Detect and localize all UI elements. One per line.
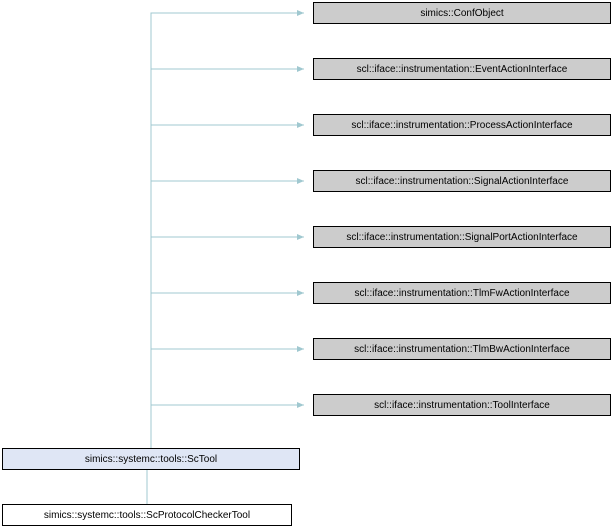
class-node-label: simics::ConfObject (420, 7, 504, 19)
edge-sc-tool-to-tlm-fw-action-interface (150, 290, 304, 448)
class-node-label: scl::iface::instrumentation::ProcessActi… (351, 119, 573, 131)
class-node-conf-object[interactable]: simics::ConfObject (313, 2, 611, 24)
class-node-label: scl::iface::instrumentation::TlmFwAction… (354, 287, 570, 299)
class-node-label: scl::iface::instrumentation::ToolInterfa… (374, 399, 550, 411)
class-node-signal-action-interface[interactable]: scl::iface::instrumentation::SignalActio… (313, 170, 611, 192)
edge-sc-tool-to-tool-interface (150, 402, 304, 448)
class-node-process-action-interface[interactable]: scl::iface::instrumentation::ProcessActi… (313, 114, 611, 136)
class-node-event-action-interface[interactable]: scl::iface::instrumentation::EventAction… (313, 58, 611, 80)
class-node-label: scl::iface::instrumentation::TlmBwAction… (354, 343, 570, 355)
edge-sc-tool-to-process-action-interface (150, 122, 304, 448)
class-node-signal-port-action-interface[interactable]: scl::iface::instrumentation::SignalPortA… (313, 226, 611, 248)
class-node-label: scl::iface::instrumentation::SignalPortA… (346, 231, 578, 243)
edge-sc-tool-to-signal-action-interface (150, 178, 304, 448)
class-node-tlm-bw-action-interface[interactable]: scl::iface::instrumentation::TlmBwAction… (313, 338, 611, 360)
edge-sc-tool-to-signal-port-action-interface (150, 234, 304, 448)
class-node-sc-tool[interactable]: simics::systemc::tools::ScTool (2, 448, 300, 470)
edge-sc-tool-to-tlm-bw-action-interface (150, 346, 304, 448)
class-node-label: simics::systemc::tools::ScProtocolChecke… (43, 509, 251, 521)
class-node-label: scl::iface::instrumentation::SignalActio… (355, 175, 569, 187)
class-node-label: scl::iface::instrumentation::EventAction… (356, 63, 568, 75)
class-node-tool-interface[interactable]: scl::iface::instrumentation::ToolInterfa… (313, 394, 611, 416)
edge-sc-tool-to-event-action-interface (150, 66, 304, 448)
class-node-sc-protocol-checker-tool[interactable]: simics::systemc::tools::ScProtocolChecke… (2, 504, 292, 526)
class-node-tlm-fw-action-interface[interactable]: scl::iface::instrumentation::TlmFwAction… (313, 282, 611, 304)
edge-sc-tool-to-conf-object (150, 10, 304, 448)
class-node-label: simics::systemc::tools::ScTool (84, 453, 218, 465)
